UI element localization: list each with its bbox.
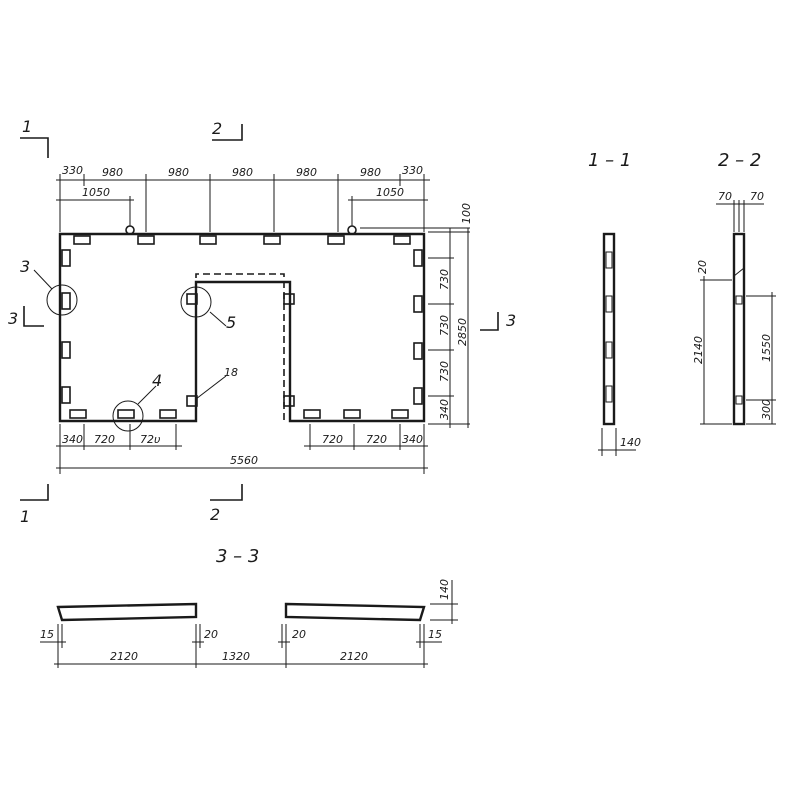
view-3-3-title: 3 – 3 — [216, 546, 259, 567]
svg-text:2120: 2120 — [340, 650, 368, 663]
callout-4: 4 — [152, 371, 162, 390]
view-2-2-title: 2 – 2 — [718, 150, 761, 171]
bottom-dimension-chain: 340 720 72υ 720 720 340 5560 — [56, 424, 428, 474]
svg-text:300: 300 — [760, 399, 773, 420]
svg-text:980: 980 — [168, 166, 189, 179]
view-1-1-title: 1 – 1 — [588, 150, 631, 171]
svg-text:720: 720 — [366, 433, 387, 446]
svg-text:980: 980 — [232, 166, 253, 179]
svg-text:15: 15 — [40, 628, 54, 641]
svg-text:730: 730 — [438, 361, 451, 382]
view-2-2: 2 – 2 70 70 20 2140 1550 300 — [692, 150, 776, 426]
svg-text:2: 2 — [210, 505, 220, 524]
svg-text:330: 330 — [402, 164, 423, 177]
svg-text:70: 70 — [718, 190, 732, 203]
view-1-1: 1 – 1 140 — [588, 150, 641, 456]
embedded-plates — [61, 225, 423, 419]
svg-text:340: 340 — [438, 399, 451, 420]
svg-text:72υ: 72υ — [140, 433, 160, 446]
panel-outline — [58, 232, 426, 423]
callout-18: 18 — [224, 366, 238, 379]
svg-text:140: 140 — [620, 436, 641, 449]
svg-text:3: 3 — [506, 311, 516, 330]
svg-text:730: 730 — [438, 269, 451, 290]
svg-text:980: 980 — [360, 166, 381, 179]
svg-text:70: 70 — [750, 190, 764, 203]
right-dimension-chain: 100 730 730 730 340 2850 — [360, 203, 473, 428]
opening-dashed-outline — [195, 273, 285, 421]
svg-text:1050: 1050 — [376, 186, 404, 199]
svg-text:3: 3 — [8, 309, 18, 328]
svg-text:20: 20 — [204, 628, 218, 641]
svg-text:2850: 2850 — [456, 318, 469, 346]
svg-text:1050: 1050 — [82, 186, 110, 199]
svg-text:1: 1 — [20, 507, 30, 526]
callout-5: 5 — [226, 313, 236, 332]
svg-text:730: 730 — [438, 315, 451, 336]
svg-text:5560: 5560 — [230, 454, 258, 467]
svg-text:330: 330 — [62, 164, 83, 177]
svg-text:980: 980 — [296, 166, 317, 179]
svg-text:720: 720 — [322, 433, 343, 446]
svg-text:1550: 1550 — [760, 334, 773, 362]
svg-text:2: 2 — [212, 119, 222, 138]
callout-circle-3 — [46, 284, 78, 316]
view-3-3: 3 – 3 140 15 20 20 15 2120 1320 2120 — [40, 546, 458, 668]
svg-text:15: 15 — [428, 628, 442, 641]
svg-text:340: 340 — [62, 433, 83, 446]
section-markers: 1 1 2 2 3 3 — [8, 117, 516, 526]
top-dimension-chain: 330 980 980 980 980 980 330 1050 1050 — [56, 164, 430, 232]
plan-view: 3 5 4 18 330 980 980 980 980 980 330 — [8, 117, 516, 526]
svg-text:720: 720 — [94, 433, 115, 446]
svg-text:100: 100 — [460, 203, 473, 224]
svg-text:1: 1 — [22, 117, 32, 136]
callout-circle-5 — [180, 286, 212, 318]
svg-text:2120: 2120 — [110, 650, 138, 663]
callout-3: 3 — [20, 257, 30, 276]
svg-text:2140: 2140 — [692, 336, 705, 364]
svg-text:140: 140 — [438, 579, 451, 600]
svg-text:20: 20 — [696, 260, 709, 274]
svg-text:1320: 1320 — [222, 650, 250, 663]
svg-text:20: 20 — [292, 628, 306, 641]
callout-circle-4 — [112, 400, 144, 432]
svg-text:340: 340 — [402, 433, 423, 446]
svg-text:980: 980 — [102, 166, 123, 179]
